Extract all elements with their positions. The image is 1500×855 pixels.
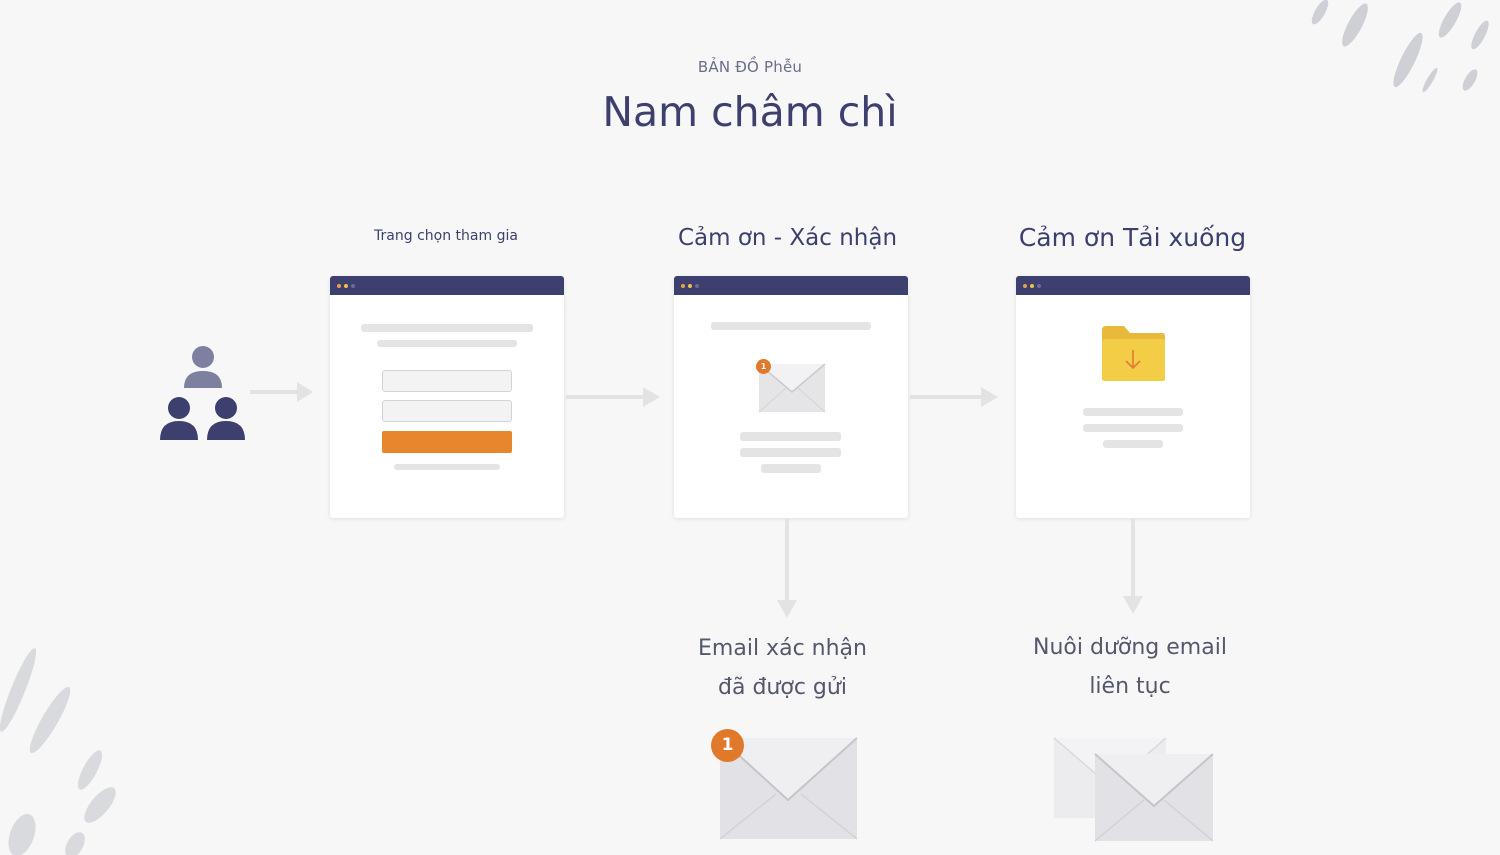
notification-badge: 1: [756, 359, 771, 374]
window-dot-icon: [1030, 284, 1034, 288]
text-placeholder: [1103, 440, 1163, 448]
window-title-bar: [330, 276, 564, 295]
email-field-placeholder: [382, 400, 512, 422]
submit-button-placeholder: [382, 431, 512, 453]
window-dot-icon: [688, 284, 692, 288]
stacked-envelopes-icon: [1052, 734, 1216, 844]
arrow-to-thankyou-confirm: [566, 385, 662, 409]
decorative-strokes-bottom-left: [0, 640, 140, 855]
headline-placeholder: [361, 324, 533, 332]
notification-badge: 1: [711, 729, 744, 762]
text-placeholder: [740, 432, 841, 441]
text-placeholder: [1083, 424, 1183, 432]
window-dot-icon: [351, 284, 355, 288]
window-title-bar: [674, 276, 908, 295]
outcome-line-1: Nuôi dưỡng email: [1000, 628, 1260, 667]
page-title: Nam châm chì: [0, 88, 1500, 136]
outcome-line-1: Email xác nhận: [660, 629, 905, 668]
eyebrow-label: BẢN ĐỒ Phễu: [0, 58, 1500, 76]
window-title-bar: [1016, 276, 1250, 295]
headline-placeholder: [711, 322, 871, 330]
optin-page-window: [330, 276, 564, 518]
window-dot-icon: [1037, 284, 1041, 288]
thankyou-confirm-window: 1: [674, 276, 908, 518]
step-label-thankyou-download: Cảm ơn Tải xuống: [985, 223, 1280, 252]
outcome-nurture-email-label: Nuôi dưỡng email liên tục: [1000, 628, 1260, 706]
window-dot-icon: [1023, 284, 1027, 288]
text-placeholder: [761, 464, 821, 473]
footnote-placeholder: [394, 464, 500, 470]
subheadline-placeholder: [377, 340, 517, 347]
window-dot-icon: [681, 284, 685, 288]
thankyou-download-window: [1016, 276, 1250, 518]
outcome-confirm-email-label: Email xác nhận đã được gửi: [660, 629, 905, 707]
step-label-thankyou-confirm: Cảm ơn - Xác nhận: [640, 225, 935, 251]
window-dot-icon: [344, 284, 348, 288]
window-dot-icon: [695, 284, 699, 288]
outcome-line-2: đã được gửi: [660, 668, 905, 707]
step-label-optin: Trang chọn tham gia: [330, 228, 562, 244]
text-placeholder: [1083, 408, 1183, 416]
text-placeholder: [740, 448, 841, 457]
name-field-placeholder: [382, 370, 512, 392]
download-folder-icon: [1100, 324, 1166, 382]
window-dot-icon: [337, 284, 341, 288]
arrow-down-confirm-email: [776, 518, 798, 620]
audience-people-icon: [158, 344, 248, 442]
arrow-down-nurture-email: [1122, 518, 1144, 616]
arrow-to-thankyou-download: [910, 385, 1000, 409]
arrow-to-optin: [250, 380, 315, 404]
outcome-line-2: liên tục: [1000, 667, 1260, 706]
